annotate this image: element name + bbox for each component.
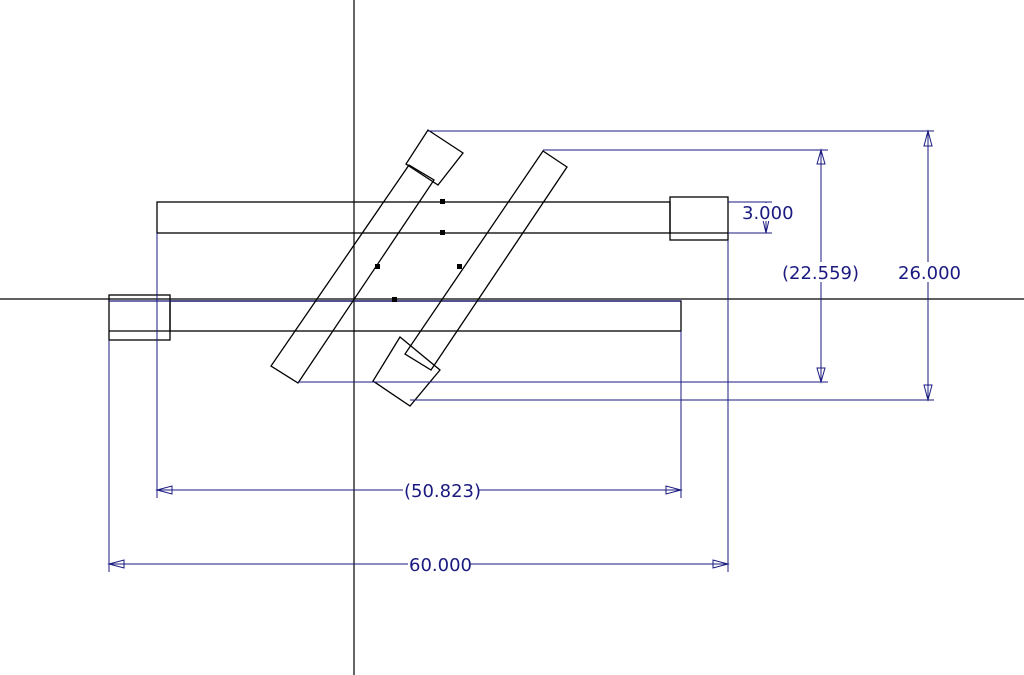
left-diagonal-bar[interactable] [270, 164, 435, 384]
sketch-geometry [108, 129, 729, 407]
dimension-60-000[interactable]: 60.000 [409, 555, 472, 576]
upper-horizontal-bar[interactable] [156, 201, 671, 234]
point-left-diagonal-mid[interactable] [375, 264, 380, 269]
dimension-26-000[interactable]: 26.000 [898, 263, 961, 284]
right-diagonal-bar[interactable] [404, 150, 568, 371]
upper-end-block[interactable] [669, 196, 729, 241]
left-diagonal-end-block[interactable] [405, 129, 464, 186]
dimensions [107, 129, 934, 572]
point-right-diagonal-mid[interactable] [457, 264, 462, 269]
point-upper-bar-top[interactable] [440, 199, 445, 204]
dimension-50-823[interactable]: (50.823) [404, 481, 481, 502]
dimension-3-000[interactable]: 3.000 [742, 203, 794, 224]
dimension-22-559[interactable]: (22.559) [782, 263, 859, 284]
lower-end-block[interactable] [108, 294, 171, 341]
point-lower-bar-mid[interactable] [392, 297, 397, 302]
right-diagonal-end-block[interactable] [372, 336, 441, 407]
lower-horizontal-bar[interactable] [169, 300, 682, 332]
point-upper-bar-bottom[interactable] [440, 230, 445, 235]
